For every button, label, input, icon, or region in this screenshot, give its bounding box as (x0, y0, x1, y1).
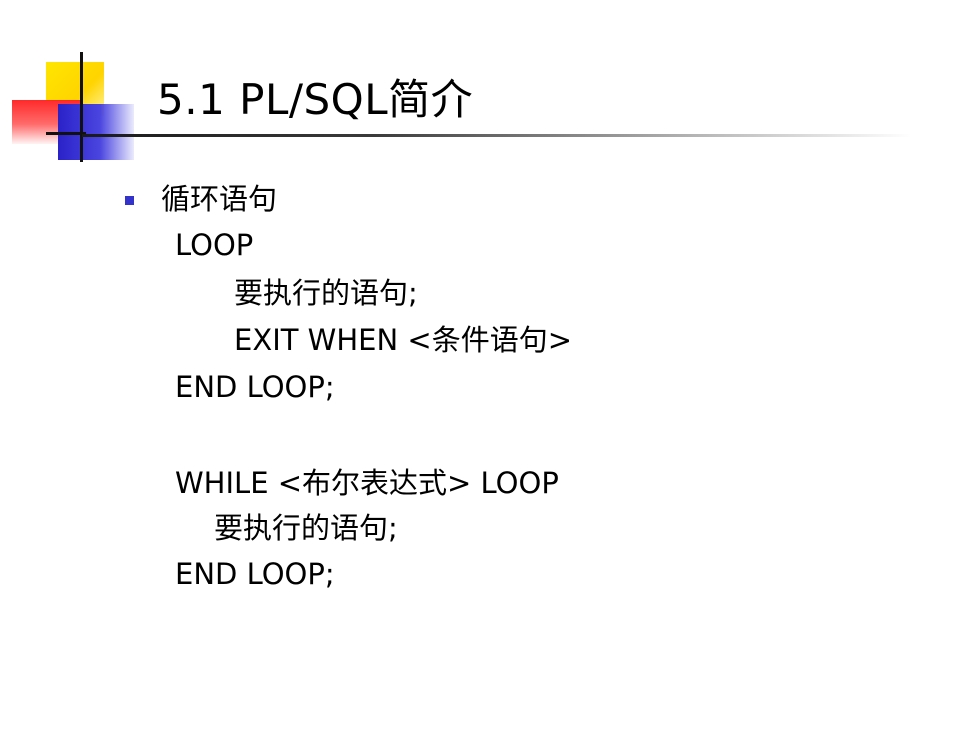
code-line: EXIT WHEN <条件语句> (234, 323, 572, 357)
code-line: END LOOP; (175, 370, 335, 404)
code-line: LOOP (175, 228, 254, 262)
bullet-square-icon (125, 196, 134, 205)
code-line: END LOOP; (175, 557, 335, 591)
code-line: 要执行的语句; (234, 276, 418, 310)
slide-title: 5.1 PL/SQL简介 (157, 75, 474, 124)
title-underline (82, 134, 912, 137)
bullet-text: 循环语句 (161, 182, 278, 216)
logo-horizontal-line (46, 132, 86, 135)
code-line: WHILE <布尔表达式> LOOP (175, 466, 559, 500)
logo-vertical-line (80, 52, 83, 162)
code-line: 要执行的语句; (214, 511, 398, 545)
